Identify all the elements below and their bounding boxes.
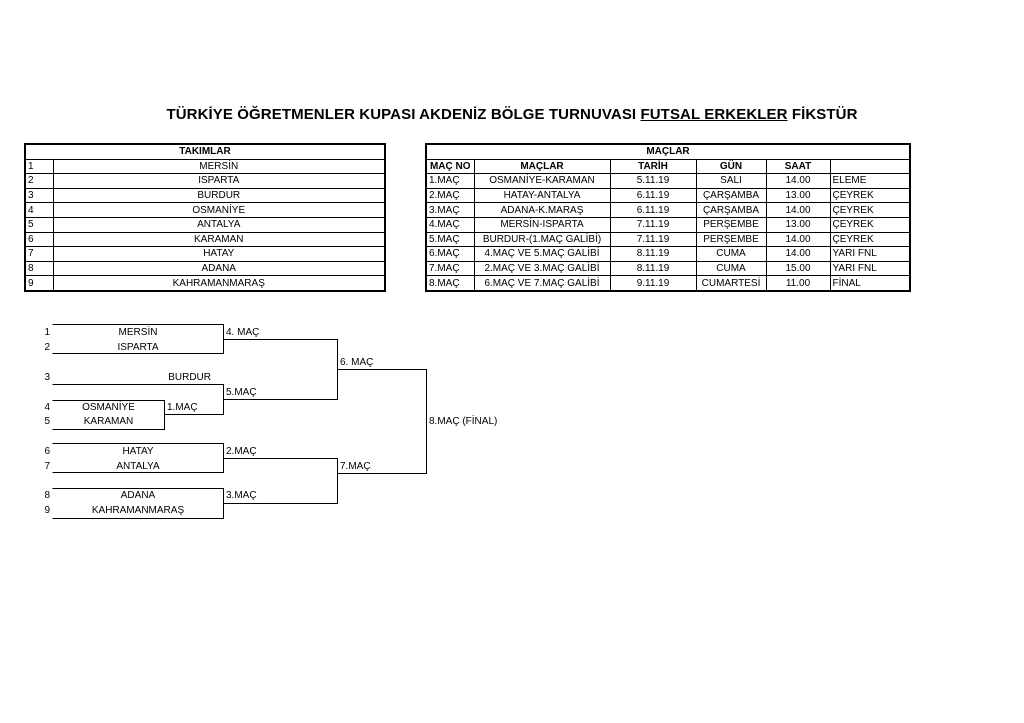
bracket-label-m1: 1.MAÇ <box>167 402 198 413</box>
seed-6: 6 <box>44 446 50 457</box>
title-underlined: FUTSAL ERKEKLER <box>640 106 788 123</box>
team-number: 9 <box>24 275 54 292</box>
seed-5: 5 <box>44 416 50 427</box>
matches-table: MAÇLAR MAÇ NO MAÇLAR TARİH GÜN SAAT 1.MA… <box>425 143 911 292</box>
seed-4: 4 <box>44 402 50 413</box>
seed-2: 2 <box>44 342 50 353</box>
bracket-label-m2: 2.MAÇ <box>226 446 257 457</box>
bracket-team-burdur: BURDUR <box>168 372 211 383</box>
teams-header: TAKIMLAR <box>24 143 386 160</box>
bracket-team-karaman: KARAMAN <box>83 416 134 427</box>
matches-header: MAÇLAR <box>425 143 911 160</box>
bracket-m7 <box>223 458 338 504</box>
bracket-team-mersin: MERSİN <box>118 327 158 338</box>
match-stage: FİNAL <box>829 275 911 292</box>
bracket-team-hatay: HATAY <box>122 446 154 457</box>
title-text: TÜRKİYE ÖĞRETMENLER KUPASI AKDENİZ BÖLGE… <box>166 106 641 123</box>
teams-header-row: TAKIMLAR <box>24 143 386 160</box>
bracket-m8 <box>337 369 427 474</box>
seed-9: 9 <box>44 505 50 516</box>
match-date: 9.11.19 <box>609 275 697 292</box>
seed-1: 1 <box>44 327 50 338</box>
page-title: TÜRKİYE ÖĞRETMENLER KUPASI AKDENİZ BÖLGE… <box>0 106 1024 123</box>
title-suffix: FİKSTÜR <box>787 106 858 123</box>
seed-8: 8 <box>44 490 50 501</box>
bracket-team-adana: ADANA <box>120 490 156 501</box>
bracket-label-m5: 5.MAÇ <box>226 387 257 398</box>
bracket-label-m3: 3.MAÇ <box>226 490 257 501</box>
bracket-team-isparta: ISPARTA <box>117 342 159 353</box>
bracket-team-osmaniye: OSMANİYE <box>82 402 135 413</box>
team-name: KAHRAMANMARAŞ <box>52 275 386 292</box>
bracket-label-m4: 4. MAÇ <box>226 327 260 338</box>
bracket-label-m7: 7.MAÇ <box>340 461 371 472</box>
bracket-team-antalya: ANTALYA <box>116 461 160 472</box>
seed-3: 3 <box>44 372 50 383</box>
seed-7: 7 <box>44 461 50 472</box>
matches-header-row: MAÇLAR <box>425 143 911 160</box>
bracket-label-m6: 6. MAÇ <box>340 357 374 368</box>
matches-columns-row: MAÇ NO MAÇLAR TARİH GÜN SAAT <box>425 158 911 175</box>
bracket-label-m8: 8.MAÇ (FİNAL) <box>429 416 498 427</box>
bracket-team-kahramanmaras: KAHRAMANMARAŞ <box>91 505 185 516</box>
